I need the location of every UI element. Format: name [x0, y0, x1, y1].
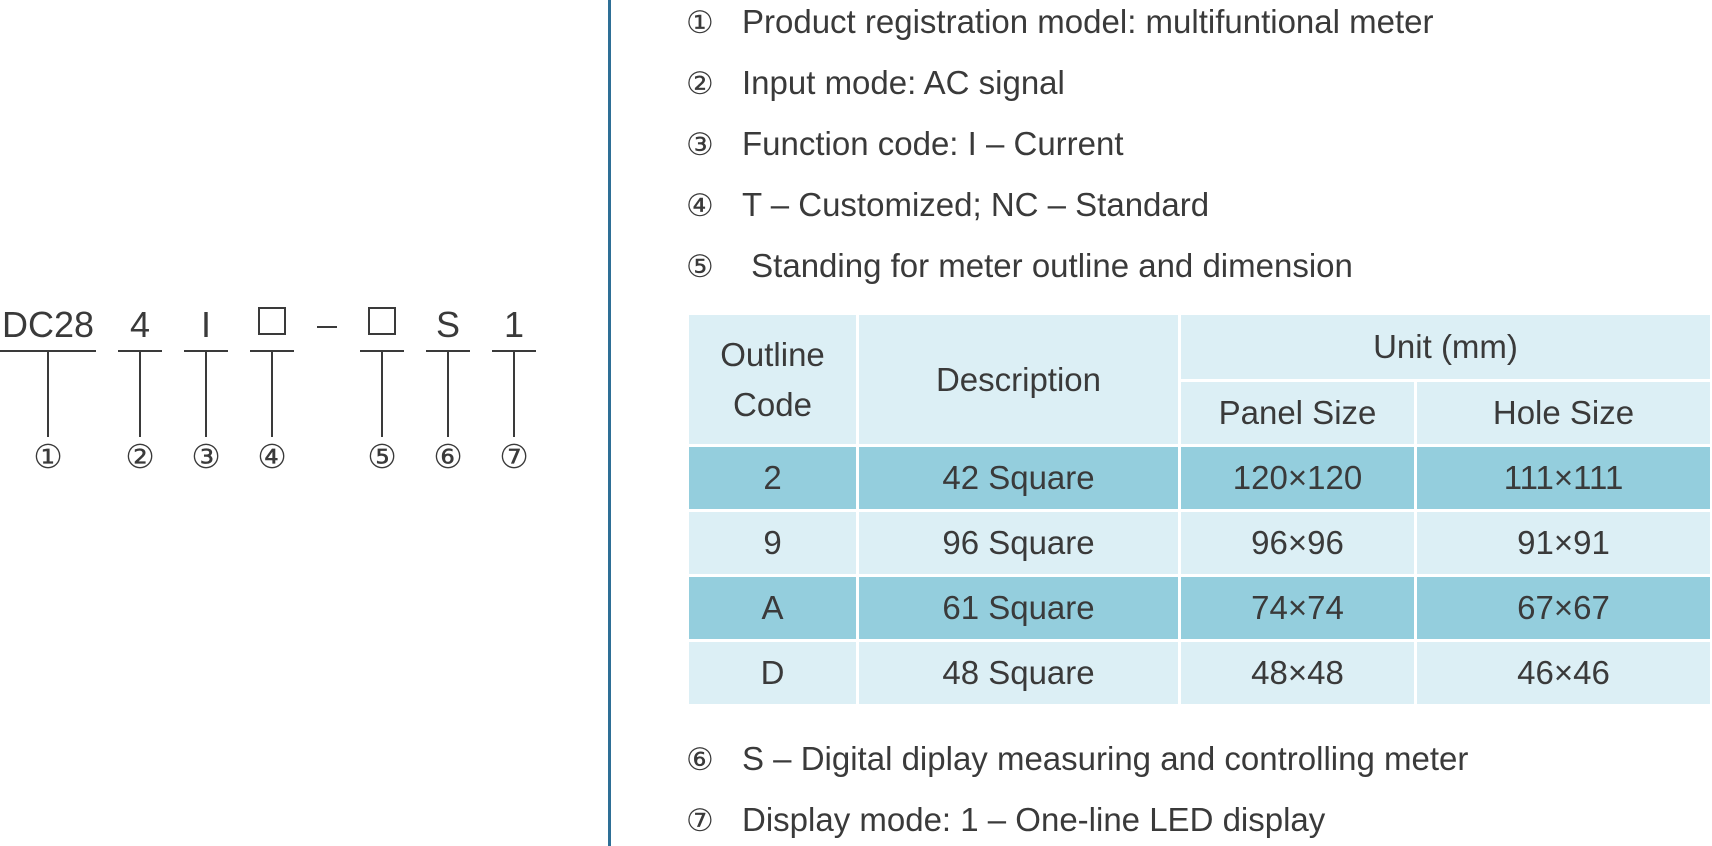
segment-input-mode: 4 ② [118, 303, 162, 476]
segment-connector [381, 352, 383, 437]
legend-text: Display mode: 1 – One-line LED display [742, 801, 1326, 838]
legend-text: Standing for meter outline and dimension [742, 247, 1353, 284]
segment-connector [139, 352, 141, 437]
legend-number: ⑥ [686, 742, 714, 778]
cell-code: D [686, 639, 859, 707]
cell-code: A [686, 574, 859, 642]
cell-description: 96 Square [856, 509, 1181, 577]
segment-underline [0, 350, 96, 352]
model-code-diagram: DC28 ① 4 ② I ③ ④ ⑤ S ⑥ 1 ⑦ [0, 0, 600, 846]
segment-connector [47, 352, 49, 437]
cell-panel-size: 48×48 [1178, 639, 1417, 707]
segment-number: ③ [191, 437, 221, 476]
segment-custom-flag: ④ [250, 303, 294, 476]
table-row: A 61 Square 74×74 67×67 [686, 574, 1712, 642]
header-description: Description [856, 312, 1181, 447]
cell-description: 42 Square [856, 444, 1181, 512]
cell-hole-size: 111×111 [1414, 444, 1712, 512]
legend-text: Input mode: AC signal [742, 64, 1065, 101]
legend-item-5: ⑤ Standing for meter outline and dimensi… [686, 244, 1353, 288]
table-row: D 48 Square 48×48 46×46 [686, 639, 1712, 707]
legend-text: Function code: I – Current [742, 125, 1124, 162]
cell-description: 48 Square [856, 639, 1181, 707]
cell-code: 9 [686, 509, 859, 577]
vertical-divider [608, 0, 611, 846]
segment-underline [250, 350, 294, 352]
segment-underline [360, 350, 404, 352]
legend-number: ⑤ [686, 249, 714, 285]
segment-code [250, 303, 294, 347]
segment-connector [205, 352, 207, 437]
segment-product-model: DC28 ① [0, 303, 96, 476]
segment-number: ② [125, 437, 155, 476]
legend-item-6: ⑥ S – Digital diplay measuring and contro… [686, 737, 1468, 781]
legend-number: ② [686, 66, 714, 102]
cell-hole-size: 46×46 [1414, 639, 1712, 707]
header-panel-size: Panel Size [1178, 379, 1417, 447]
segment-connector [513, 352, 515, 437]
legend-item-1: ① Product registration model: multifuntio… [686, 0, 1434, 44]
segment-code: 4 [129, 304, 151, 345]
segment-code: 1 [503, 304, 525, 345]
segment-number: ① [33, 437, 63, 476]
table-row: 9 96 Square 96×96 91×91 [686, 509, 1712, 577]
cell-description: 61 Square [856, 574, 1181, 642]
segment-underline [492, 350, 536, 352]
segment-code: DC28 [1, 304, 95, 345]
legend-number: ③ [686, 127, 714, 163]
header-unit: Unit (mm) [1178, 312, 1712, 382]
cell-panel-size: 74×74 [1178, 574, 1417, 642]
legend-text: Product registration model: multifuntion… [742, 3, 1434, 40]
legend-text: S – Digital diplay measuring and control… [742, 740, 1469, 777]
segment-number: ⑥ [433, 437, 463, 476]
segment-underline [118, 350, 162, 352]
cell-code: 2 [686, 444, 859, 512]
table-row: 2 42 Square 120×120 111×111 [686, 444, 1712, 512]
legend-item-2: ② Input mode: AC signal [686, 61, 1065, 105]
segment-number: ⑦ [499, 437, 529, 476]
legend-item-7: ⑦ Display mode: 1 – One-line LED display [686, 798, 1325, 842]
segment-function-code: I ③ [184, 303, 228, 476]
cell-hole-size: 67×67 [1414, 574, 1712, 642]
segment-number: ④ [257, 437, 287, 476]
outline-dimension-table: Outline Code Description Unit (mm) Panel… [686, 312, 1712, 707]
dash-separator [317, 326, 337, 328]
placeholder-box-icon [258, 307, 286, 336]
segment-code: I [200, 304, 211, 345]
segment-code: S [435, 304, 460, 345]
segment-connector [271, 352, 273, 437]
segment-underline [426, 350, 470, 352]
segment-code [360, 303, 404, 347]
legend-number: ④ [686, 188, 714, 224]
segment-meter-type: S ⑥ [426, 303, 470, 476]
cell-panel-size: 120×120 [1178, 444, 1417, 512]
segment-number: ⑤ [367, 437, 397, 476]
legend-text: T – Customized; NC – Standard [742, 186, 1210, 223]
segment-display-mode: 1 ⑦ [492, 303, 536, 476]
placeholder-box-icon [368, 307, 396, 336]
header-outline-code: Outline Code [686, 312, 859, 447]
cell-hole-size: 91×91 [1414, 509, 1712, 577]
legend-number: ⑦ [686, 803, 714, 839]
header-hole-size: Hole Size [1414, 379, 1712, 447]
cell-panel-size: 96×96 [1178, 509, 1417, 577]
legend-item-4: ④ T – Customized; NC – Standard [686, 183, 1209, 227]
legend-item-3: ③ Function code: I – Current [686, 122, 1124, 166]
legend-number: ① [686, 5, 714, 41]
segment-underline [184, 350, 228, 352]
segment-connector [447, 352, 449, 437]
segment-outline: ⑤ [360, 303, 404, 476]
